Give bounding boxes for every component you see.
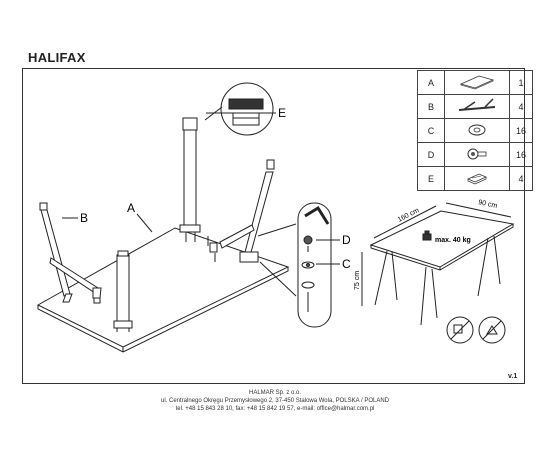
parts-table: A 1 B 4 C 16 D 16 E 4 — [417, 70, 533, 191]
instruction-frame — [22, 68, 525, 384]
bracket-icon — [444, 166, 510, 191]
part-row-e: E 4 — [417, 166, 533, 191]
leg-left-drawing — [39, 202, 102, 304]
footer-address: ul. Centralnego Okręgu Przemysłowego 2, … — [160, 398, 389, 404]
version-label: v.1 — [508, 373, 518, 380]
callout-b-label: B — [80, 211, 88, 225]
dimension-height: 75 cm — [354, 271, 361, 290]
part-row-a: A 1 — [417, 70, 533, 95]
callout-a-line — [136, 213, 153, 233]
part-row-b: B 4 — [417, 94, 533, 119]
dimension-width: 90 cm — [478, 199, 498, 210]
footer: HALMAR Sp. z o.o. ul. Centralnego Okręgu… — [0, 389, 550, 413]
part-letter: E — [417, 166, 445, 191]
max-load-label: max. 40 kg — [435, 237, 471, 244]
warning-icons — [446, 316, 506, 344]
bracket-callout — [204, 82, 274, 136]
product-title: HALIFAX — [28, 50, 86, 65]
assembled-table-drawing — [361, 202, 515, 326]
part-letter: D — [417, 142, 445, 167]
part-letter: A — [417, 70, 445, 95]
bolt-detail-callout — [257, 202, 340, 328]
footer-company: HALMAR Sp. z o.o. — [248, 390, 302, 396]
callout-c-label: C — [342, 257, 351, 271]
leg-back-drawing — [179, 117, 209, 246]
tabletop-icon — [444, 70, 510, 95]
part-row-c: C 16 — [417, 118, 533, 143]
tabletop-drawing — [36, 227, 290, 353]
part-qty: 1 — [509, 70, 533, 95]
leg-right-drawing — [209, 159, 275, 263]
part-row-d: D 16 — [417, 142, 533, 167]
leg-icon — [444, 94, 510, 119]
footer-contact: tel. +48 15 843 28 10, fax: +48 15 842 1… — [175, 406, 375, 412]
leg-center-drawing — [113, 250, 133, 332]
washer-icon — [444, 118, 510, 143]
callout-d-label: D — [342, 233, 351, 247]
part-qty: 4 — [509, 166, 533, 191]
part-letter: C — [417, 118, 445, 143]
callout-e-label: E — [278, 106, 286, 120]
callout-a-label: A — [127, 201, 135, 215]
